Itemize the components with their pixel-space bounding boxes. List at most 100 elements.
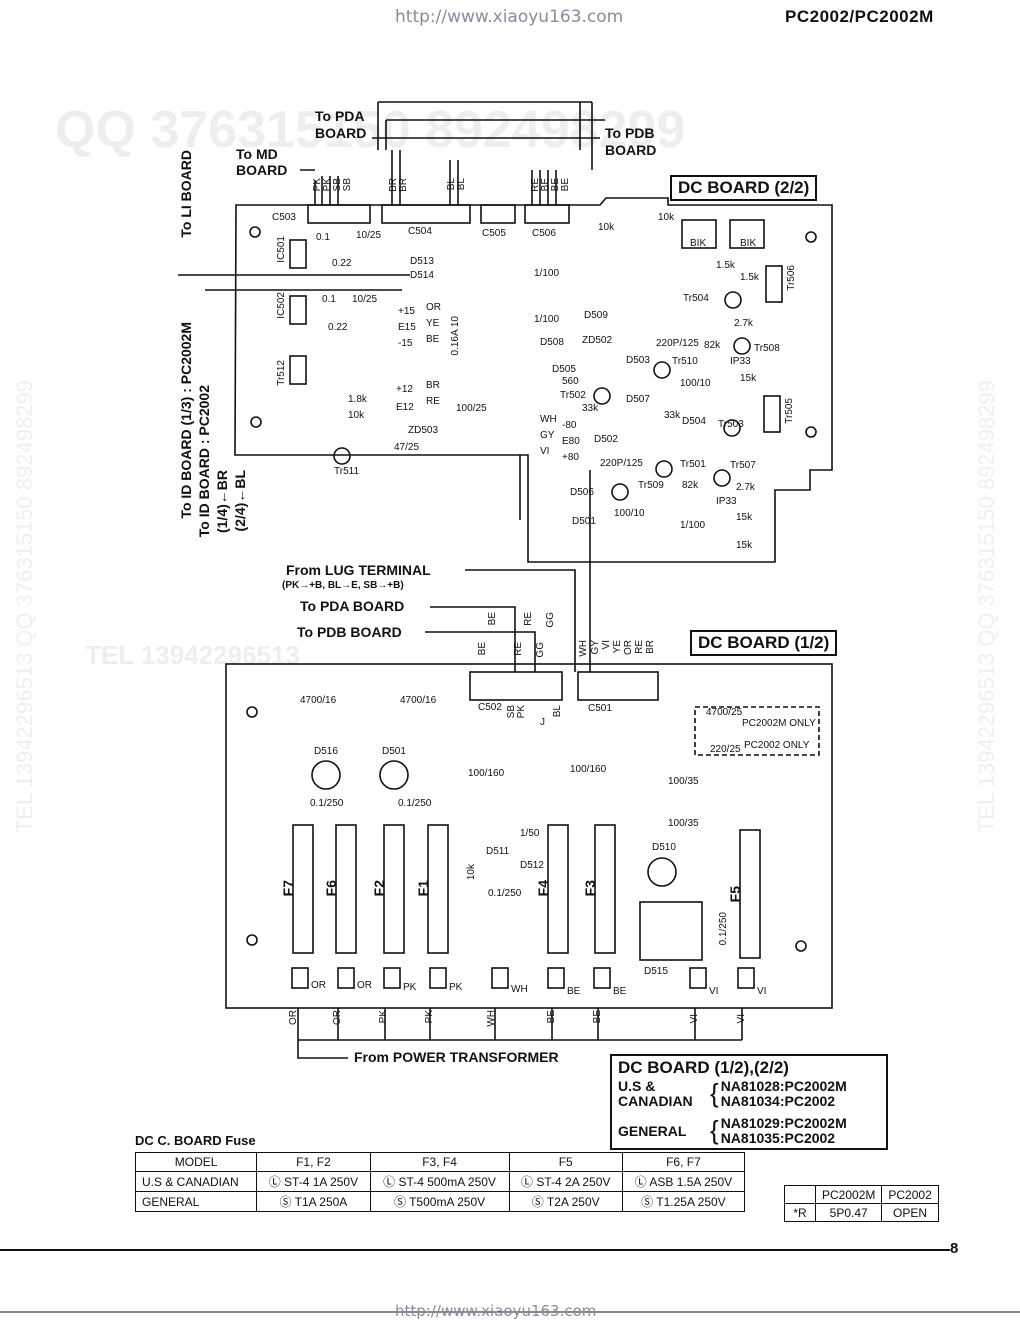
fuse-f2-label: F2 [371, 880, 387, 897]
fuse-table: MODEL F1, F2 F3, F4 F5 F6, F7 U.S & CANA… [134, 1152, 746, 1212]
tr511-label: Tr511 [334, 466, 360, 477]
cap-0-1-250-a: 0.1/250 [310, 798, 344, 809]
to-md-label: To MD [236, 146, 278, 162]
from-lug-label: From LUG TERMINAL [286, 562, 431, 578]
bottom-wire-6: BE [592, 1010, 603, 1024]
part-220p-b: 220P/125 [600, 458, 643, 469]
r-h-1: PC2002M [814, 1185, 883, 1204]
wire-be: BE [426, 334, 440, 345]
wire-ye: YE [426, 318, 440, 329]
top-url[interactable]: http://www.xiaoyu163.com [395, 7, 624, 27]
bottom-wire-1: OR [332, 1010, 343, 1025]
fuse-h-f3f4: F3, F4 [369, 1152, 510, 1172]
fuse-r1-c1: Ⓛ ST-4 1A 250V [256, 1171, 371, 1192]
fuse-r1-c3: Ⓛ ST-4 2A 250V [508, 1171, 623, 1192]
top-wire-11: BE [560, 178, 571, 192]
fuse-r2-c1: Ⓢ T1A 250A [256, 1191, 371, 1212]
fuse-h-f5: F5 [508, 1152, 623, 1172]
c503-label: C503 [272, 212, 296, 223]
part-220p-a: 220P/125 [656, 338, 699, 349]
r-table-header: PC2002M PC2002 [784, 1185, 939, 1204]
part-10k-c: 10k [348, 410, 365, 421]
c501-wire-0: WH [578, 640, 589, 657]
note-220-25: 220/25 [710, 744, 741, 755]
part-bik-a: BIK [690, 238, 707, 249]
tr503-label: Tr503 [718, 419, 744, 430]
v-plus15: +15 [398, 306, 415, 317]
v-minus80: -80 [562, 420, 577, 431]
s-mark-icon: Ⓢ [393, 1195, 406, 1209]
to-id-board-pc2002m-label: To ID BOARD (1/3) : PC2002M [178, 322, 194, 519]
r-c-1: 5P0.47 [814, 1203, 883, 1222]
board-info-us-pc2002: NA81034:PC2002 [720, 1092, 836, 1109]
board-info-us-line2: CANADIAN [618, 1092, 693, 1109]
fuse-r2-c3: Ⓢ T2A 250V [508, 1191, 623, 1212]
tr510-label: Tr510 [672, 356, 698, 367]
fuse-f4-label: F4 [535, 880, 551, 897]
tr504-label: Tr504 [683, 293, 709, 304]
wire-wh: WH [540, 414, 557, 425]
fuse-r2-c4: Ⓢ T1.25A 250V [621, 1191, 746, 1212]
part-10-25-b: 10/25 [352, 294, 378, 305]
part-82k-b: 82k [682, 480, 699, 491]
terminal-0: OR [311, 980, 326, 991]
note-4700-25: 4700/25 [706, 707, 743, 718]
part-15k-a: 15k [740, 373, 757, 384]
bottom-url[interactable]: http://www.xiaoyu163.com [395, 1302, 597, 1320]
part-2-7k-a: 2.7k [734, 318, 753, 329]
top-wire-7: BL [456, 178, 467, 191]
c501-wire-5: RE [634, 640, 645, 654]
bridge-d510-label: D510 [652, 842, 676, 853]
id-br-label: (1/4)←BR [214, 470, 230, 534]
lug-to-pda: To PDA BOARD [300, 598, 405, 614]
part-2-7k-b: 2.7k [736, 482, 755, 493]
part-33k-b: 33k [664, 410, 681, 421]
d501-label: D501 [572, 516, 596, 527]
dc-board-1-2-title: DC BOARD (1/2) [690, 630, 838, 656]
terminal-8: VI [757, 986, 767, 997]
d514-label: D514 [410, 270, 434, 281]
dc-board-2-2-title: DC BOARD (2/2) [670, 175, 818, 201]
cap-4700-16-a: 4700/16 [300, 695, 337, 706]
board-info-gen-pc2002: NA81035:PC2002 [720, 1129, 836, 1146]
fuse-f6-label: F6 [323, 880, 339, 897]
part-15k-c: 15k [736, 540, 753, 551]
d511-label: D511 [486, 846, 510, 857]
s-mark-icon: Ⓢ [531, 1195, 544, 1209]
part-1-100-c: 1/100 [680, 520, 706, 531]
fuse-f3-label: F3 [582, 880, 598, 897]
d503-label: D503 [626, 355, 650, 366]
wire-gy: GY [540, 430, 555, 441]
tr506-label: Tr506 [786, 265, 797, 291]
part-100-10-b: 100/10 [614, 508, 645, 519]
ic502-label: IC502 [276, 292, 287, 319]
c505-label: C505 [482, 228, 506, 239]
to-id-board-pc2002-label: To ID BOARD : PC2002 [196, 385, 212, 538]
page-number: 8 [950, 1240, 959, 1257]
bridge-d501-label: D501 [382, 746, 406, 757]
res-10k: 10k [466, 864, 477, 881]
c501-wire-4: OR [623, 640, 634, 655]
r-c-0: *R [784, 1203, 816, 1222]
bridge-d516-label: D516 [314, 746, 338, 757]
bottom-wire-2: PK [378, 1010, 389, 1024]
board-info-general: GENERAL { NA81029:PC2002M NA81035:PC2002 [618, 1114, 847, 1146]
wire-re: RE [426, 396, 440, 407]
fuse-r1-c4: Ⓛ ASB 1.5A 250V [621, 1171, 746, 1192]
d506-label: D506 [570, 487, 594, 498]
watermark-tel: TEL 13942296513 [85, 640, 300, 670]
part-100-25: 100/25 [456, 403, 487, 414]
d502-label: D502 [594, 434, 618, 445]
v-plus80: +80 [562, 452, 579, 463]
part-33k-a: 33k [582, 403, 599, 414]
zd502-label: ZD502 [582, 335, 613, 346]
fuse-r2-model: GENERAL [134, 1191, 258, 1212]
cap-0-1-250-d: 0.1/250 [718, 912, 729, 946]
terminal-7: VI [709, 986, 719, 997]
part-ip33-b: IP33 [716, 496, 737, 507]
d504-label: D504 [682, 416, 706, 427]
tr507-label: Tr507 [730, 460, 756, 471]
to-li-board-label: To LI BOARD [178, 150, 194, 238]
c501-wire-1: GY [590, 640, 601, 655]
terminal-6: BE [613, 986, 627, 997]
